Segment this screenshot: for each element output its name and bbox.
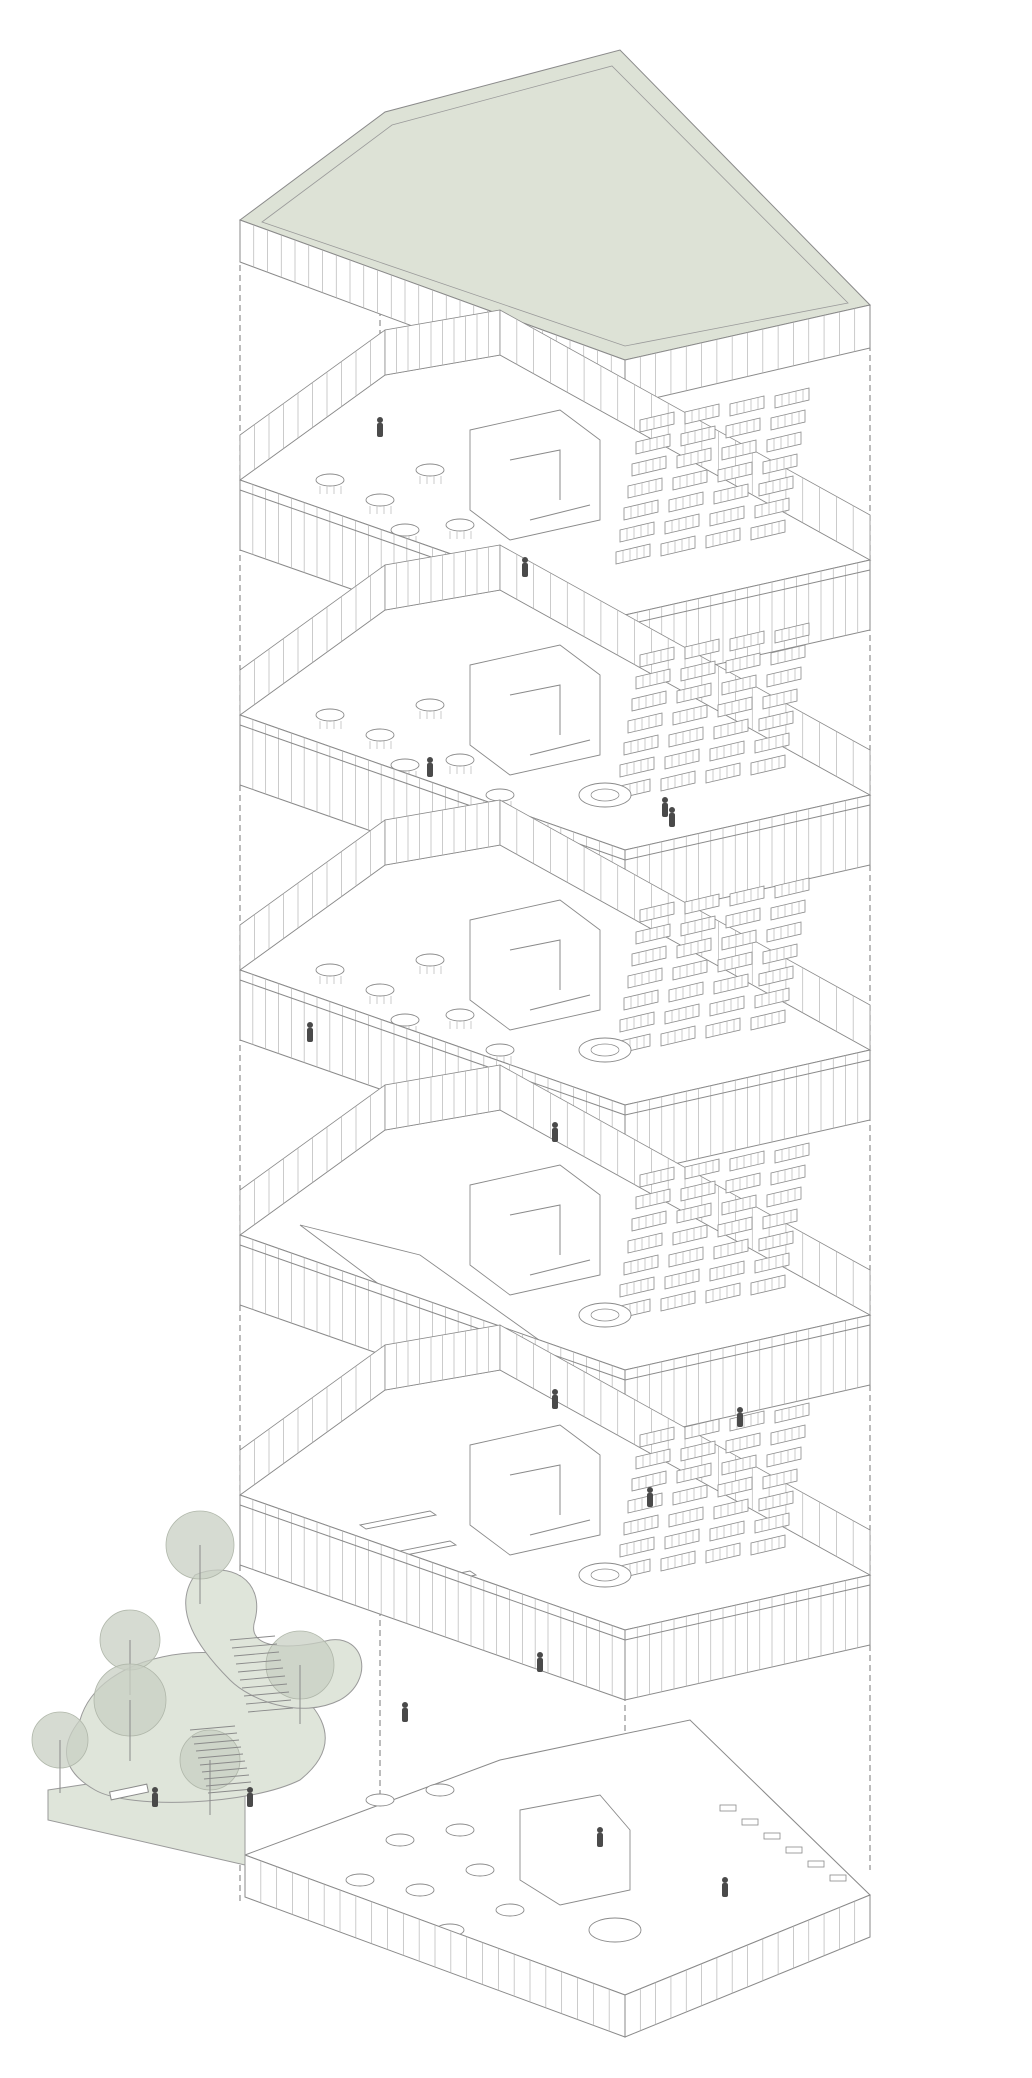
floor-plate-level-2 <box>238 1324 872 1701</box>
bench <box>108 1783 150 1801</box>
facade-right <box>624 1894 871 2038</box>
desk <box>741 1818 759 1826</box>
person-figure <box>737 1407 743 1427</box>
trees <box>31 1510 335 1815</box>
person-figure <box>597 1827 603 1847</box>
rooms <box>469 1424 601 1556</box>
spiral-stair <box>578 1562 632 1588</box>
desk <box>807 1860 825 1868</box>
facade-right <box>624 794 871 921</box>
bookshelves <box>615 877 810 1055</box>
landscape-stairs <box>189 1635 294 1794</box>
desk <box>763 1832 781 1840</box>
bookshelves <box>615 622 810 800</box>
person-figure <box>537 1652 543 1672</box>
bookshelves <box>615 387 810 565</box>
roof-slab-top <box>238 49 871 361</box>
tree <box>265 1630 335 1724</box>
facade-left <box>244 1854 626 2038</box>
desk <box>719 1804 737 1812</box>
person-figure <box>247 1787 253 1807</box>
desk <box>785 1846 803 1854</box>
facade-right <box>624 1574 871 1701</box>
person-figure <box>427 757 433 777</box>
floor-plate-ground <box>243 1719 871 2038</box>
person-figure <box>522 557 528 577</box>
tree <box>93 1663 167 1761</box>
roof-slab-inner <box>261 65 849 347</box>
floor-plate-level-5 <box>238 544 872 921</box>
person-figure <box>377 417 383 437</box>
facade-left <box>239 1494 626 1701</box>
rooms <box>469 899 601 1031</box>
person-figure <box>647 1487 653 1507</box>
rooms <box>469 1164 601 1296</box>
floor-plates <box>238 309 872 2038</box>
rooms <box>519 1794 631 1906</box>
desk <box>829 1874 847 1882</box>
person-figure <box>307 1022 313 1042</box>
tree <box>165 1510 235 1604</box>
person-figure <box>722 1877 728 1897</box>
person-figure <box>662 797 668 817</box>
tree <box>31 1711 89 1793</box>
person-figure <box>152 1787 158 1807</box>
rooms <box>469 644 601 776</box>
spiral-stair <box>578 1037 632 1063</box>
person-figure <box>552 1122 558 1142</box>
people-figures <box>152 417 743 1897</box>
bookshelves <box>615 1142 810 1320</box>
rooms <box>469 409 601 541</box>
spiral-stair <box>578 782 632 808</box>
spiral-stair <box>588 1917 642 1943</box>
person-figure <box>402 1702 408 1722</box>
person-figure <box>669 807 675 827</box>
landscape <box>31 1510 363 1866</box>
spiral-stair <box>578 1302 632 1328</box>
tree <box>179 1729 241 1815</box>
person-figure <box>552 1389 558 1409</box>
bookshelves <box>615 1402 810 1580</box>
